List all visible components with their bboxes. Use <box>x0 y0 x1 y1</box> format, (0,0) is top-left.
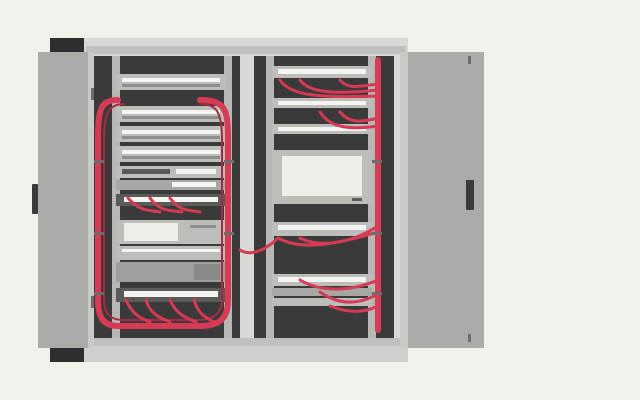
right-patch-panel-1 <box>272 66 372 78</box>
right-door-latch-top <box>468 56 471 64</box>
cabinet-floor <box>84 346 408 362</box>
cabinet-bottom-shadow <box>50 344 86 362</box>
cable-bundle-left-loop-inner <box>103 103 223 321</box>
cable-bundle-right-cross <box>238 224 380 255</box>
cable-ties <box>94 160 382 295</box>
left-patch-panel-2 <box>116 106 226 122</box>
left-monitor-unit <box>116 220 226 244</box>
right-patch-panel-5 <box>272 274 372 286</box>
network-cables <box>95 57 381 333</box>
left-server-2 <box>116 262 226 282</box>
cable-fan-left-top <box>126 196 202 214</box>
right-rack-rail-left <box>266 56 274 338</box>
left-door-edge <box>88 52 94 348</box>
left-door-hinge-bottom <box>91 296 94 308</box>
right-server-2 <box>272 298 372 306</box>
cabinet-top-shadow <box>50 38 86 54</box>
cable-bundle-right-mid <box>318 110 380 130</box>
right-patch-panel-4 <box>272 222 372 236</box>
left-patch-panel-3 <box>116 126 226 142</box>
left-patch-panel-6 <box>116 288 226 302</box>
left-monitor-screen <box>124 223 178 241</box>
right-patch-panel-3 <box>272 124 372 134</box>
right-patch-panel-2 <box>272 98 372 108</box>
cable-bundle-right-top <box>278 78 380 99</box>
left-switch-2 <box>116 180 226 190</box>
left-door-panel <box>38 52 92 348</box>
left-patch-panel-4 <box>116 146 226 162</box>
cable-bundle-left-loop <box>95 97 231 329</box>
left-door[interactable] <box>32 52 94 348</box>
cable-bundle-right-bottom <box>298 278 380 313</box>
right-door-panel <box>400 52 484 348</box>
left-patch-panel-1 <box>116 74 226 90</box>
right-door-edge <box>400 52 408 348</box>
left-door-hinge-top <box>91 88 94 100</box>
right-rack <box>254 56 394 338</box>
cable-fan-left-bottom <box>124 298 216 324</box>
left-server-1 <box>116 246 226 260</box>
right-monitor-screen <box>282 156 362 196</box>
left-switch-1 <box>116 166 226 178</box>
right-monitor-unit <box>272 150 372 204</box>
right-door-latch-bottom <box>468 334 471 342</box>
right-door[interactable] <box>400 52 484 348</box>
door-handle-icon <box>466 180 474 210</box>
door-hinge-icon <box>32 184 38 214</box>
cabinet-inner-top <box>86 46 406 54</box>
cabinet-base <box>86 338 406 346</box>
